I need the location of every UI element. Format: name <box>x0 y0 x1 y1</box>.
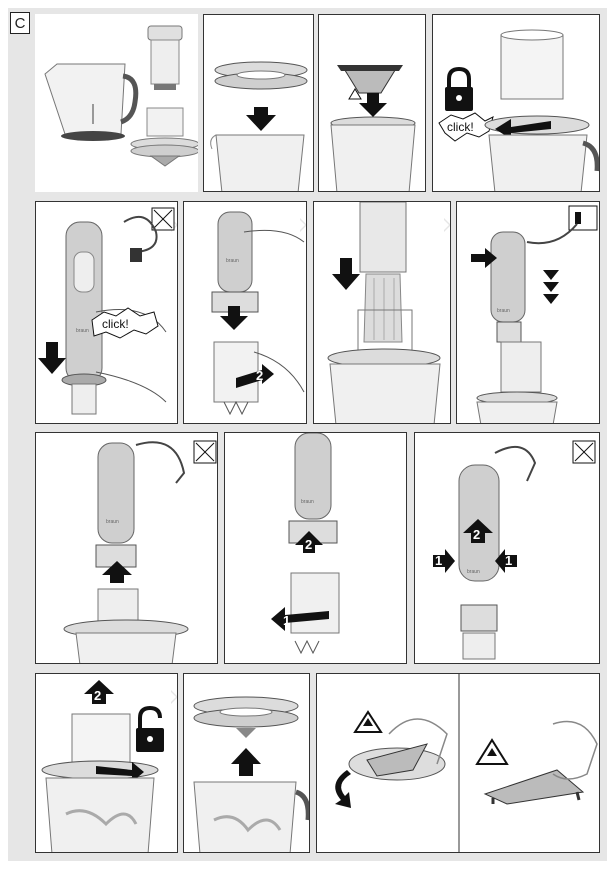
panel-step-detach-motor: braun 2 1 <box>224 432 407 664</box>
hand-blender-icon: braun <box>65 221 103 383</box>
down-arrow-icon <box>332 258 360 290</box>
panel-step-fill-feed-tube <box>313 201 451 424</box>
rotate-arrow-icon <box>96 762 144 782</box>
panel-step-attach-motor: braun click! <box>35 201 178 424</box>
lift-arrow-2: 2 <box>463 519 493 543</box>
brand-label: braun <box>226 258 239 264</box>
attach-motor-drawing: braun click! <box>38 207 175 415</box>
panel-step-insert-blade <box>318 14 426 192</box>
panel-step-lid-on-jug <box>203 14 314 192</box>
click-label: click! <box>447 120 474 134</box>
panel-step-lift-motor: braun <box>35 432 218 664</box>
remove-lid-drawing <box>193 696 309 852</box>
operate-drawing: braun <box>471 205 598 423</box>
panel-step-release-buttons: braun 2 1 1 <box>414 432 600 664</box>
panel-step-lock-insert: click! <box>432 14 600 192</box>
step-number: 2 <box>256 368 263 383</box>
fill-feed-tube-drawing <box>327 202 441 423</box>
no-plug-icon <box>572 440 596 464</box>
click-label: click! <box>102 317 129 331</box>
parts-overview-drawing <box>44 25 198 167</box>
caution-sharp-blade-icon <box>348 88 362 100</box>
step-number: 2 <box>473 527 480 542</box>
step-number: 1 <box>505 553 512 568</box>
no-plug-icon <box>151 207 175 231</box>
lift-arrow-2: 2 <box>84 680 114 704</box>
panel-step-twist-motor: braun 2 <box>183 201 307 424</box>
plug-socket-icon <box>575 212 581 224</box>
chopper-insert-icon <box>147 25 183 90</box>
press-arrow-left-1: 1 <box>433 549 455 573</box>
release-buttons-drawing: braun 2 1 1 <box>433 440 596 660</box>
step-number: 1 <box>435 553 442 568</box>
up-arrow-icon <box>102 561 132 583</box>
panel-parts-overview <box>35 14 198 192</box>
insert-blade-drawing <box>330 65 416 191</box>
bowl-jug-icon <box>44 63 139 141</box>
brand-label: braun <box>76 328 89 334</box>
down-arrow-icon <box>220 306 248 330</box>
up-arrow-icon <box>231 748 261 776</box>
step-number: 1 <box>283 613 290 628</box>
press-arrow-icon <box>471 248 497 268</box>
section-label: C <box>10 12 30 34</box>
speed-chevrons-icon <box>543 270 559 304</box>
brand-label: braun <box>467 569 480 575</box>
lock-insert-drawing: click! <box>438 29 599 191</box>
clean-blade-drawing <box>335 674 598 852</box>
twist-motor-drawing: braun 2 <box>211 211 305 416</box>
lift-motor-drawing: braun <box>63 440 217 663</box>
step-number: 2 <box>305 537 312 552</box>
panel-step-remove-lid <box>183 673 310 853</box>
lock-closed-icon <box>445 66 473 111</box>
brand-label: braun <box>301 499 314 505</box>
step-number: 2 <box>94 688 101 703</box>
no-plug-icon <box>193 440 217 464</box>
caution-sharp-blade-icon <box>475 738 509 765</box>
detach-motor-drawing: braun 2 1 <box>271 433 340 655</box>
click-callout: click! <box>438 112 494 142</box>
click-callout: click! <box>91 307 159 339</box>
lid-with-cylinder-icon <box>130 107 198 167</box>
curved-arrow-icon <box>335 770 351 808</box>
panel-step-operate: braun <box>456 201 600 424</box>
unlock-insert-drawing: 2 <box>41 680 164 852</box>
curved-arrow-icon <box>495 119 551 139</box>
rotate-arrow-2: 2 <box>295 531 323 553</box>
lock-open-icon <box>136 705 164 752</box>
press-arrow-right-1: 1 <box>495 549 517 573</box>
down-arrow-icon <box>359 93 387 117</box>
brand-label: braun <box>497 308 510 314</box>
down-arrow-icon <box>38 342 66 374</box>
caution-sharp-blade-icon <box>353 710 383 733</box>
brand-label: braun <box>106 519 119 525</box>
lid-on-jug-drawing <box>210 61 308 191</box>
panel-step-unlock-insert: 2 <box>35 673 178 853</box>
down-arrow-icon <box>246 107 276 131</box>
rotate-arrow-1: 1 <box>271 607 329 631</box>
rotate-arrow-2: 2 <box>236 364 274 388</box>
panel-step-clean-blade <box>316 673 600 853</box>
